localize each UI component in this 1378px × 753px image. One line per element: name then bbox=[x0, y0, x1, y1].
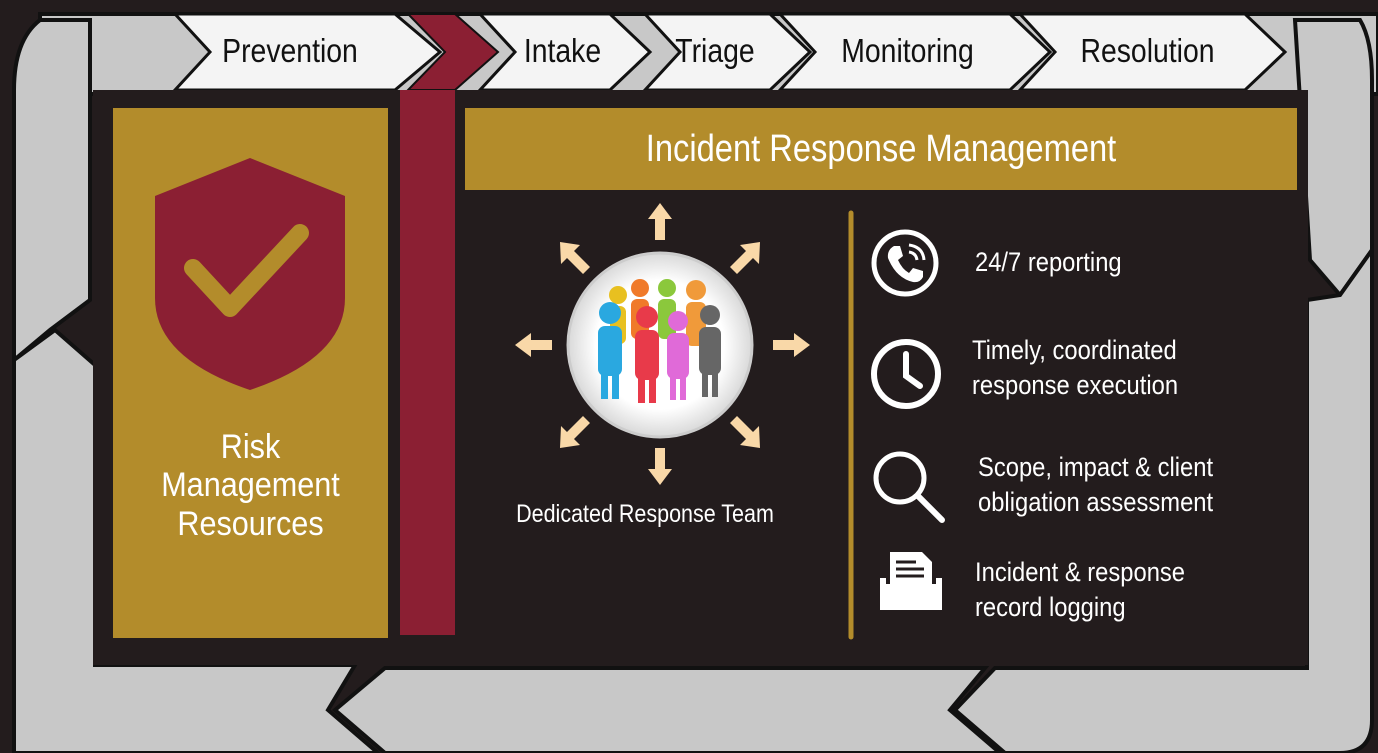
page-title: Incident Response Management bbox=[645, 127, 1117, 170]
step-prevention[interactable]: Prevention bbox=[222, 32, 358, 69]
step-resolution[interactable]: Resolution bbox=[1080, 32, 1215, 69]
risk-management-label: Risk Management Resources bbox=[161, 428, 340, 543]
feature-24-7-reporting: 24/7 reporting bbox=[975, 247, 1122, 277]
step-monitoring[interactable]: Monitoring bbox=[841, 32, 974, 69]
phone-icon bbox=[871, 229, 939, 297]
clock-icon bbox=[871, 339, 941, 409]
feature-record-logging: Incident & response record logging bbox=[975, 557, 1186, 623]
feature-timely-response: Timely, coordinated response execution bbox=[972, 335, 1179, 401]
shield-check-icon bbox=[155, 158, 345, 390]
step-triage[interactable]: Triage bbox=[675, 32, 755, 69]
team-caption: Dedicated Response Team bbox=[516, 500, 774, 528]
team-people-icon bbox=[515, 203, 810, 485]
step-intake[interactable]: Intake bbox=[523, 32, 602, 69]
stage-marker-bar bbox=[400, 90, 455, 635]
feature-scope-assessment: Scope, impact & client obligation assess… bbox=[978, 452, 1214, 518]
magnifier-icon bbox=[873, 451, 945, 523]
title-banner bbox=[465, 108, 1297, 190]
document-folder-icon bbox=[880, 552, 942, 610]
